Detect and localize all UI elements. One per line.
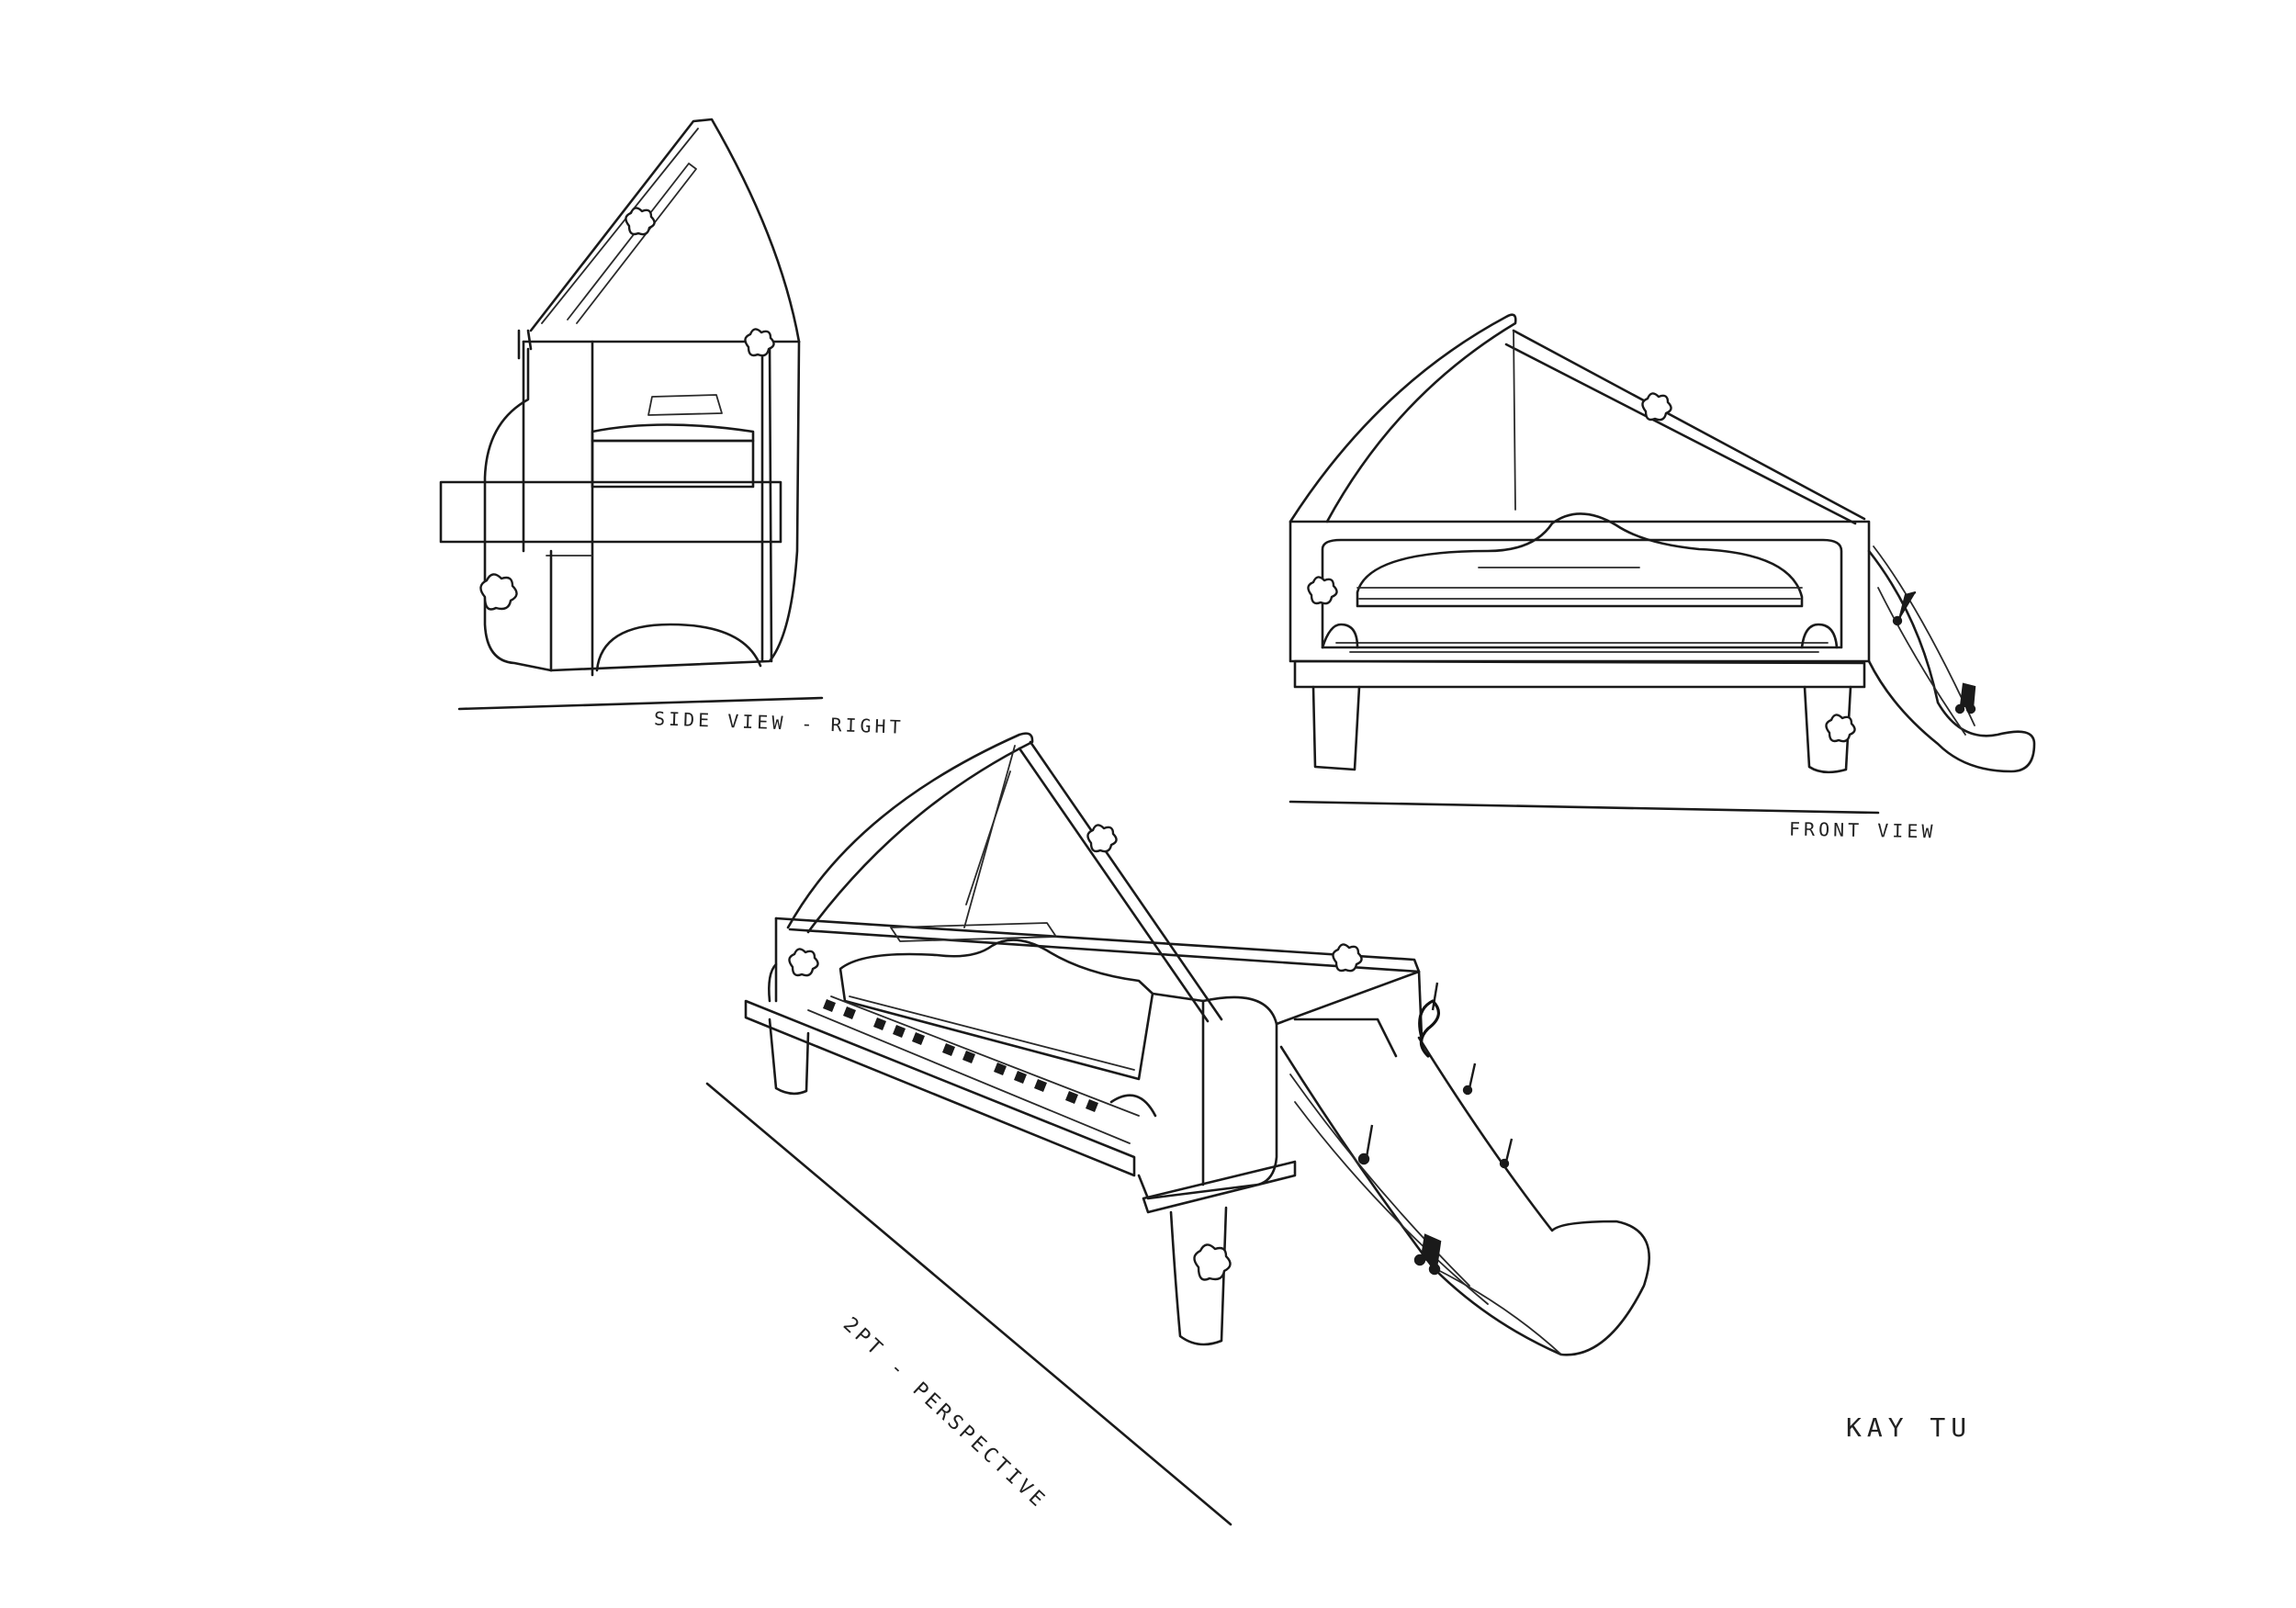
front-view-left-leg (1311, 685, 1361, 771)
perspective-keyboard-shelf (744, 999, 1136, 1177)
front-view-slide (1867, 549, 2036, 773)
front-view-ground-line (1289, 800, 1880, 815)
perspective-body (1137, 995, 1278, 1200)
front-view-right-leg (1803, 685, 1852, 774)
perspective-lid (786, 732, 1034, 934)
perspective-ground-line (705, 1082, 1232, 1526)
side-view-drawing (439, 118, 824, 711)
perspective-slide (1279, 1036, 1651, 1356)
perspective-drawing (705, 732, 1651, 1526)
perspective-black-keys (823, 999, 1098, 1112)
front-view-body (1289, 520, 1871, 663)
front-view-drawing (1289, 313, 2036, 815)
author-signature: KAY TU (1846, 1412, 1973, 1443)
side-view-ground-line (457, 696, 824, 711)
front-view-caption: FRONT VIEW (1788, 817, 1937, 843)
side-view-body (483, 347, 553, 672)
side-view-lid (529, 118, 801, 343)
perspective-front-leg (1169, 1206, 1228, 1346)
front-view-lid (1289, 313, 1517, 523)
side-view-keyboard-bar (439, 480, 782, 544)
